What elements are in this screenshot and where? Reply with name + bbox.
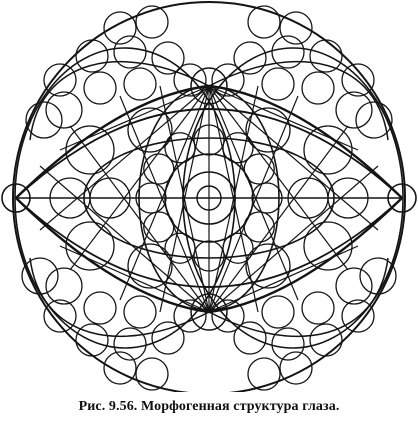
lower-small-circle: [309, 323, 343, 357]
lower-small-circle: [123, 295, 157, 329]
inner-lobe-circle: [245, 107, 291, 153]
iris-ring-circle: [135, 182, 167, 214]
iris-ring-circle: [164, 132, 196, 164]
iris-ring-circle: [222, 232, 254, 264]
inner-lobe-circle: [127, 107, 173, 153]
lower-small-circle: [135, 357, 169, 391]
wedge-circle: [25, 101, 63, 139]
wedge-circle: [355, 101, 393, 139]
bottom-node-ray: [208, 245, 359, 313]
iris-ring-circle: [143, 211, 175, 243]
upper-small-circle: [211, 63, 245, 97]
upper-small-circle: [135, 5, 169, 39]
axis-circle: [89, 177, 131, 219]
upper-small-circle: [341, 63, 375, 97]
upper-small-circle: [271, 35, 305, 69]
lower-small-circle: [151, 321, 185, 355]
bottom-node-ray: [59, 245, 210, 313]
iris-ring-circle: [143, 153, 175, 185]
side-lobe-circle: [303, 221, 353, 271]
upper-small-circle: [309, 39, 343, 73]
outer-circle: [12, 1, 406, 392]
iris-ring-circle: [243, 211, 275, 243]
upper-small-circle: [83, 71, 117, 105]
lower-small-circle: [301, 291, 335, 325]
bottom-node-ray: [208, 85, 259, 313]
lower-small-circle: [83, 291, 117, 325]
side-lobe-circle: [65, 125, 115, 175]
upper-small-circle: [43, 63, 77, 97]
upper-small-circle: [233, 41, 267, 75]
upper-small-circle: [247, 5, 281, 39]
figure-caption: Рис. 9.56. Морфогенная структура глаза.: [78, 399, 340, 414]
axis-circle: [327, 177, 369, 219]
iris-ring-circle: [243, 153, 275, 185]
lower-small-circle: [211, 299, 245, 333]
lower-small-circle: [261, 295, 295, 329]
upper-small-circle: [75, 39, 109, 73]
top-node-ray: [39, 85, 210, 231]
upper-small-circle: [173, 63, 207, 97]
upper-small-circle: [301, 71, 335, 105]
lower-small-circle: [103, 351, 137, 385]
upper-small-circle: [123, 67, 157, 101]
lower-small-circle: [341, 299, 375, 333]
wedge-circle: [335, 267, 373, 305]
top-node-ray: [208, 85, 359, 151]
wedge-circle: [21, 257, 59, 295]
lower-small-circle: [75, 323, 109, 357]
bottom-node-ray: [159, 85, 210, 313]
top-node-ray: [59, 85, 210, 151]
morphogenic-eye-diagram: [1, 1, 417, 392]
lower-small-circle: [271, 327, 305, 361]
lower-small-circle: [113, 327, 147, 361]
wedge-circle: [45, 91, 83, 129]
wedge-circle: [45, 267, 83, 305]
iris-ring-circle: [251, 182, 283, 214]
upper-small-circle: [113, 35, 147, 69]
lower-small-circle: [279, 351, 313, 385]
upper-small-circle: [151, 41, 185, 75]
upper-small-circle: [261, 67, 295, 101]
wedge-circle: [335, 91, 373, 129]
inner-lobe-circle: [245, 243, 291, 289]
top-node-ray: [208, 85, 379, 231]
lower-small-circle: [173, 299, 207, 333]
wedge-circle: [359, 257, 397, 295]
upper-small-circle: [103, 11, 137, 45]
bottom-node-ray: [39, 165, 210, 313]
diagram-canvas: [1, 1, 417, 392]
lower-small-circle: [233, 321, 267, 355]
upper-small-circle: [279, 11, 313, 45]
lower-left-petal: [29, 257, 210, 338]
lower-right-petal: [208, 257, 389, 338]
lower-small-circle: [247, 357, 281, 391]
lower-small-circle: [43, 299, 77, 333]
iris-ring-circle: [222, 132, 254, 164]
inner-lobe-circle: [127, 243, 173, 289]
side-lobe-circle: [65, 221, 115, 271]
iris-ring-circle: [164, 232, 196, 264]
bottom-node-ray: [208, 165, 379, 313]
side-lobe-circle: [303, 125, 353, 175]
